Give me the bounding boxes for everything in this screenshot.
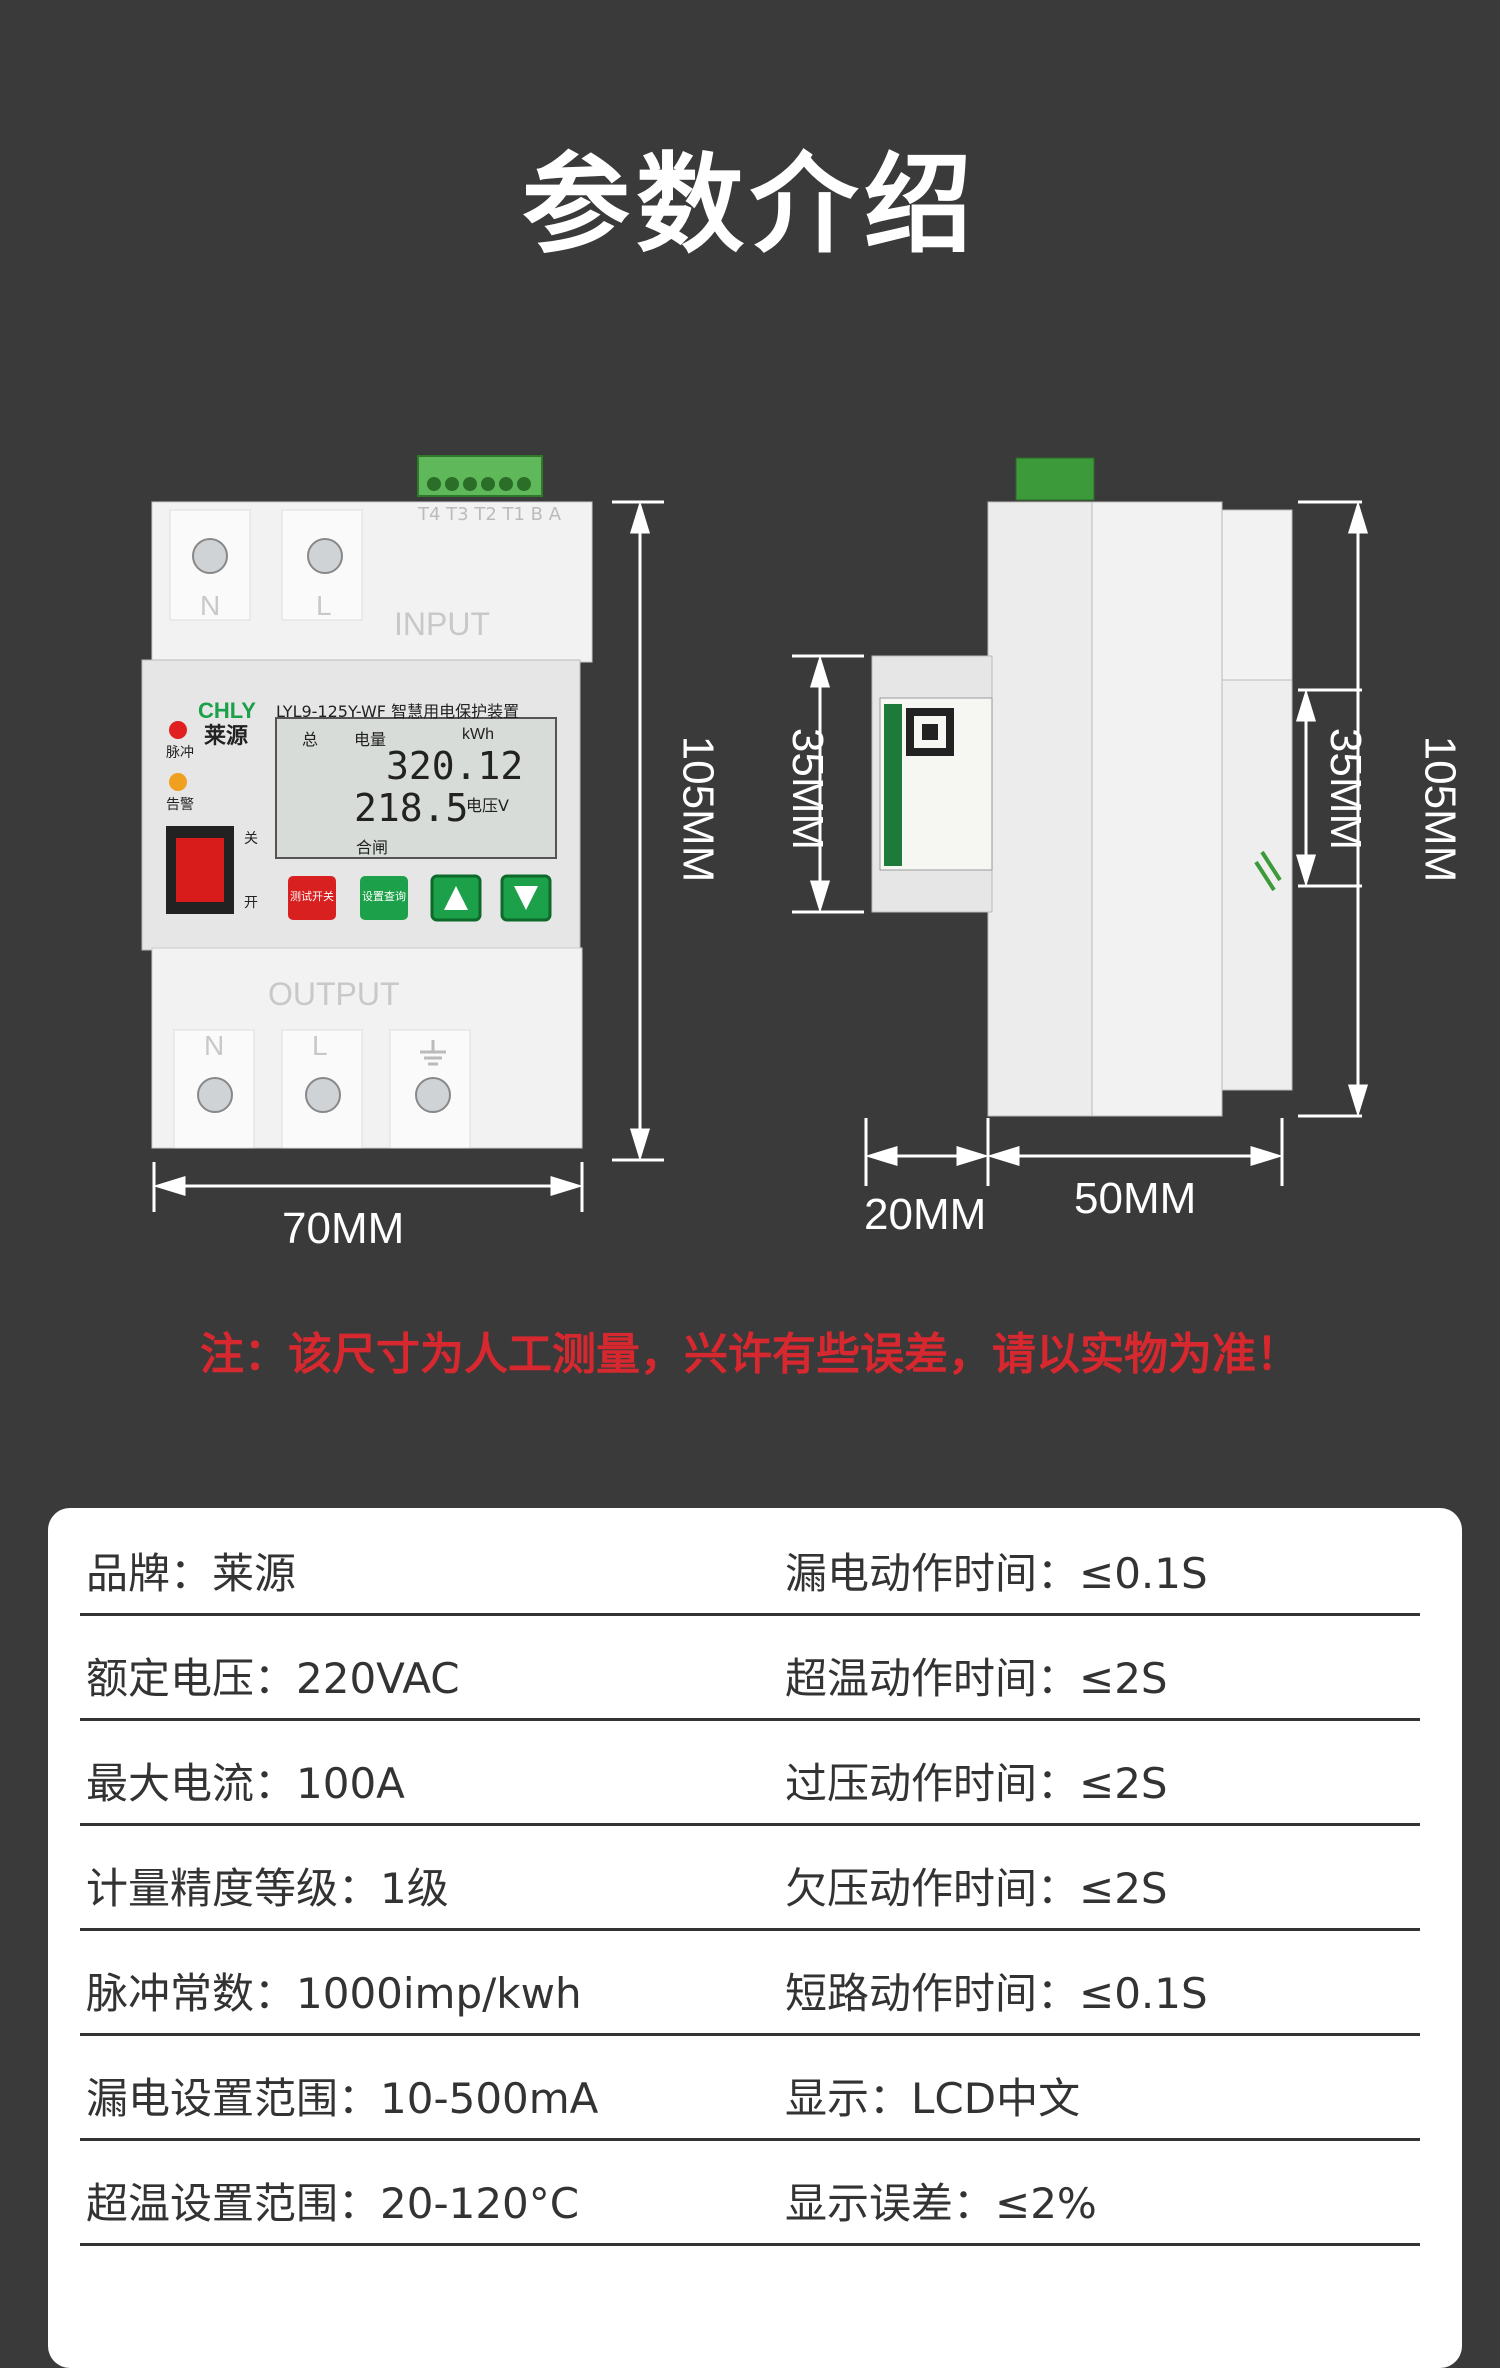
brand-en: CHLY (198, 698, 256, 723)
terminal-labels: T4 T3 T2 T1 B A (418, 504, 562, 525)
lcd-close: 合闸 (356, 838, 389, 857)
spec-right: 超温动作时间：≤2S (785, 1654, 1168, 1703)
spec-left: 品牌：莱源 (86, 1549, 297, 1598)
off-label: 关 (244, 831, 258, 847)
spec-row: 超温设置范围：20-120°C 显示误差：≤2% (80, 2138, 1420, 2246)
dim-depth-front-label: 20MM (864, 1190, 987, 1239)
lcd-voltage: 电压V (466, 796, 509, 815)
front-view-illustration (141, 455, 1369, 1212)
lcd-value2: 218.5 (354, 786, 469, 830)
screw-icon (307, 538, 343, 574)
terminal-n-bottom: N (204, 1030, 225, 1061)
measurement-note: 注：该尺寸为人工测量，兴许有些误差，请以实物为准！ (200, 1329, 1300, 1380)
spec-right: 过压动作时间：≤2S (785, 1759, 1168, 1808)
screw-icon (197, 1077, 233, 1113)
side-body (1091, 501, 1223, 1117)
screw-icon (192, 538, 228, 574)
terminal-l-bottom: L (312, 1030, 328, 1061)
spec-right: 欠压动作时间：≤2S (785, 1864, 1168, 1913)
side-terminal-block (1015, 457, 1095, 501)
spec-row: 最大电流：100A 过压动作时间：≤2S (80, 1718, 1420, 1826)
pulse-label: 脉冲 (166, 745, 194, 761)
dim-rail-right-label: 35MM (1321, 727, 1371, 851)
brand-cn: 莱源 (204, 724, 249, 749)
spec-card: 品牌：莱源 漏电动作时间：≤0.1S 额定电压：220VAC 超温动作时间：≤2… (48, 1508, 1462, 2368)
spec-row: 计量精度等级：1级 欠压动作时间：≤2S (80, 1823, 1420, 1931)
spec-left: 额定电压：220VAC (86, 1654, 460, 1703)
spec-left: 最大电流：100A (86, 1759, 405, 1808)
output-label: OUTPUT (268, 976, 400, 1012)
ground-icon (420, 1040, 446, 1066)
lcd-value1: 320.12 (386, 744, 524, 788)
dim-depth-body-label: 50MM (1074, 1174, 1197, 1223)
side-body (987, 501, 1093, 1117)
arrow-down-icon (514, 886, 538, 910)
spec-left: 超温设置范围：20-120°C (86, 2179, 580, 2228)
dim-height-side-label: 105MM (1415, 735, 1465, 883)
screw-icon (305, 1077, 341, 1113)
screw-icon (415, 1077, 451, 1113)
spec-left: 计量精度等级：1级 (86, 1864, 449, 1913)
lcd-total: 总 (302, 730, 319, 749)
pulse-led-icon (169, 721, 187, 739)
settings-query-button (360, 876, 408, 920)
input-label: INPUT (394, 606, 490, 642)
test-switch-label: 测试开关 (290, 890, 334, 903)
model-label: LYL9-125Y-WF 智慧用电保护装置 (276, 702, 520, 721)
lcd-unit: kWh (462, 726, 494, 743)
dim-height-front-label: 105MM (673, 735, 723, 883)
spec-row: 额定电压：220VAC 超温动作时间：≤2S (80, 1613, 1420, 1721)
spec-left: 脉冲常数：1000imp/kwh (86, 1969, 582, 2018)
test-switch-button (288, 876, 336, 920)
spec-right: 漏电动作时间：≤0.1S (785, 1549, 1208, 1598)
alarm-label: 告警 (166, 797, 194, 813)
page-title: 参数介绍 (521, 143, 978, 268)
spec-right: 显示误差：≤2% (785, 2179, 1097, 2228)
spec-left: 漏电设置范围：10-500mA (86, 2074, 599, 2123)
dim-width-label: 70MM (282, 1204, 405, 1253)
spec-row: 脉冲常数：1000imp/kwh 短路动作时间：≤0.1S (80, 1928, 1420, 2036)
on-label: 开 (244, 895, 258, 911)
lcd-screen (275, 717, 557, 859)
dim-rail-left-label: 35MM (783, 727, 833, 851)
spec-row: 品牌：莱源 漏电动作时间：≤0.1S (80, 1508, 1420, 1616)
alarm-led-icon (169, 773, 187, 791)
settings-query-label: 设置查询 (362, 890, 406, 903)
arrow-up-icon (444, 886, 468, 910)
spec-right: 显示：LCD中文 (785, 2074, 1081, 2123)
spec-right: 短路动作时间：≤0.1S (785, 1969, 1208, 2018)
terminal-n-top: N (200, 590, 221, 621)
terminal-l-top: L (316, 590, 332, 621)
lcd-energy: 电量 (354, 730, 387, 749)
spec-row: 漏电设置范围：10-500mA 显示：LCD中文 (80, 2033, 1420, 2141)
